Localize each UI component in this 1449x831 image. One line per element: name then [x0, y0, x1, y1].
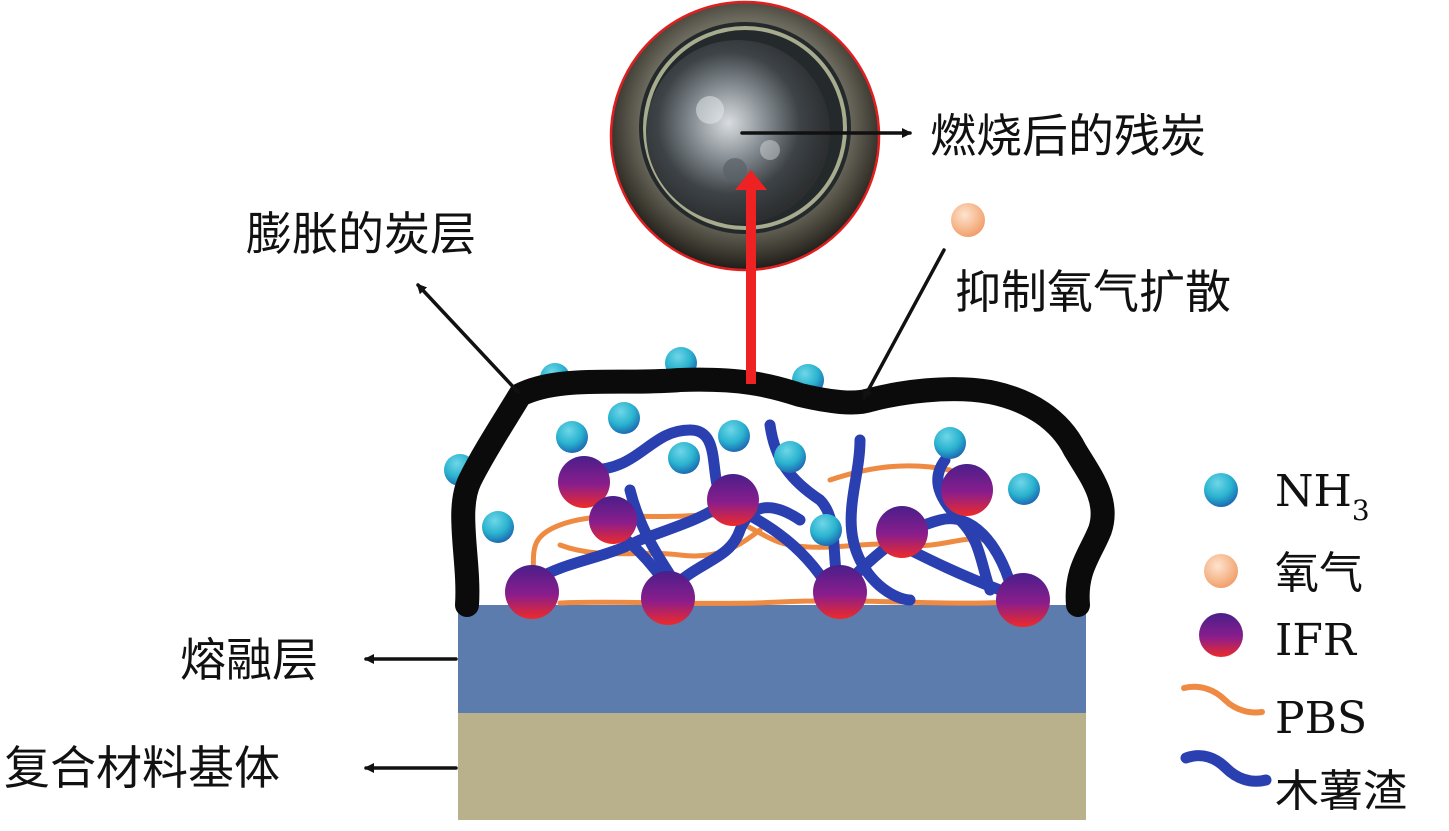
- nh3-molecule: [718, 420, 750, 452]
- ifr-particles: [505, 456, 1050, 627]
- oxygen-molecule: [951, 203, 985, 237]
- nh3-molecule: [556, 421, 588, 453]
- legend-pbs-icon: [1181, 683, 1265, 716]
- legend-nh3-icon: [1204, 473, 1238, 507]
- label-inhibit-oxygen: 抑制氧气扩散: [955, 265, 1231, 319]
- legend-ifr-icon: [1199, 613, 1243, 657]
- arrow-inhibit-oxygen: [862, 248, 946, 400]
- ifr-particle: [941, 464, 993, 516]
- nh3-molecule: [1008, 473, 1040, 505]
- red-arrow: [735, 170, 767, 384]
- ifr-particle: [813, 565, 867, 619]
- ifr-particle: [505, 565, 559, 619]
- matrix-layer: [458, 712, 1086, 820]
- legend-nh3-main: NH: [1275, 466, 1352, 517]
- legend-nh3-label: NH3: [1275, 466, 1370, 527]
- nh3-molecule: [810, 514, 842, 546]
- legend-cassava-label: 木薯渣: [1275, 766, 1407, 817]
- legend-ifr-label: IFR: [1275, 615, 1358, 666]
- ifr-particle: [558, 456, 610, 508]
- expanded-char-layer: [451, 367, 1115, 617]
- ifr-particle: [589, 496, 637, 544]
- legend-nh3-subscript: 3: [1352, 494, 1370, 527]
- nh3-molecule: [482, 511, 514, 543]
- nh3-molecule: [774, 441, 806, 473]
- ifr-particle: [707, 474, 759, 526]
- legend-oxygen-label: 氧气: [1275, 548, 1363, 599]
- legend-cassava-icon: [1180, 750, 1272, 787]
- nh3-molecule: [934, 427, 966, 459]
- legend: NH3 氧气 IFR PBS 木薯渣: [1180, 466, 1407, 817]
- nh3-molecule: [608, 402, 640, 434]
- melt-layer: [458, 605, 1086, 713]
- ifr-particle: [641, 571, 695, 625]
- arrow-expanded-char: [416, 283, 520, 394]
- ifr-particle: [996, 573, 1050, 627]
- legend-oxygen-icon: [1204, 554, 1238, 588]
- pointer-arrows: [364, 128, 946, 773]
- label-char-residue: 燃烧后的残炭: [930, 109, 1206, 163]
- label-melt-layer: 熔融层: [180, 633, 318, 687]
- char-residue-photo: [609, 0, 881, 272]
- label-expanded-char: 膨胀的炭层: [246, 207, 476, 261]
- ifr-particle: [876, 506, 928, 558]
- legend-pbs-label: PBS: [1275, 693, 1367, 744]
- nh3-molecule: [668, 442, 700, 474]
- label-matrix: 复合材料基体: [4, 741, 280, 795]
